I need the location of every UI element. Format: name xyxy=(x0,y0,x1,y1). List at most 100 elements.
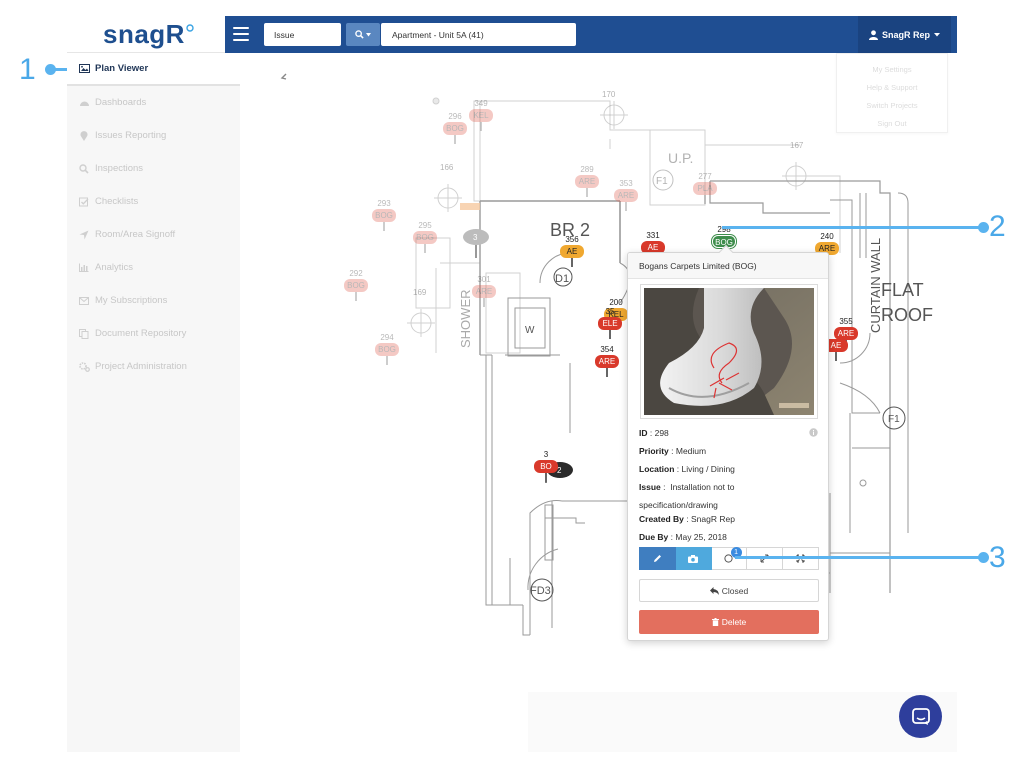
plan-label-wc: W xyxy=(525,325,535,336)
pin-bubble: KEL xyxy=(469,109,493,122)
dashboard-icon xyxy=(78,97,90,109)
marker-number-166: 166 xyxy=(440,163,454,172)
callout-number-3: 3 xyxy=(989,541,1006,574)
delete-issue-button[interactable]: Delete xyxy=(639,610,819,634)
pin-bubble: ARE xyxy=(575,175,599,188)
sidebar-item-label: My Subscriptions xyxy=(95,295,168,306)
sidebar-item-label: Inspections xyxy=(95,163,144,174)
sidebar-item-plan-viewer[interactable]: Plan Viewer xyxy=(67,53,240,86)
add-photo-button[interactable] xyxy=(675,547,712,570)
pin-bubble: AE xyxy=(641,241,665,254)
sidebar-item-document-repository[interactable]: Document Repository xyxy=(67,317,240,350)
issue-photo-image xyxy=(644,288,814,415)
menu-item-my-settings[interactable]: My Settings xyxy=(872,65,912,74)
pin-bubble: AE xyxy=(560,245,584,258)
user-dropdown-menu: My Settings Help & Support Switch Projec… xyxy=(836,53,948,133)
plan-label-shower: SHOWER xyxy=(458,290,473,349)
sidebar-item-label: Dashboards xyxy=(95,97,147,108)
menu-item-sign-out[interactable]: Sign Out xyxy=(877,119,907,128)
pin-bubble: BOG xyxy=(443,122,467,135)
search-dropdown-button[interactable] xyxy=(346,23,380,46)
callout-line-3 xyxy=(735,556,984,559)
sidebar-item-analytics[interactable]: Analytics xyxy=(67,251,240,284)
issue-description-line1: Installation not to xyxy=(670,482,735,492)
cluster-count: 2 xyxy=(557,466,562,475)
user-menu-button[interactable]: SnagR Rep xyxy=(858,16,951,53)
plan-label-door1: D1 xyxy=(555,273,569,285)
info-icon[interactable] xyxy=(809,428,818,437)
issue-type-input[interactable] xyxy=(264,23,341,46)
plan-label-fd3: FD3 xyxy=(530,585,551,597)
issue-priority-value: Medium xyxy=(675,446,707,456)
pin-bubble: ELE xyxy=(598,317,622,330)
issue-created-row: Created By : SnagR Rep xyxy=(639,514,735,524)
issue-location-row: Location : Living / Dining xyxy=(639,464,735,474)
cogs-icon xyxy=(78,361,90,373)
sidebar: snagR Plan Viewer Dashboards Issues Repo… xyxy=(67,16,240,752)
top-navbar: SnagR Rep xyxy=(225,16,957,53)
issue-description-row: Issue : Installation not to xyxy=(639,482,735,492)
sidebar-item-checklists[interactable]: Checklists xyxy=(67,185,240,218)
sidebar-item-label: Room/Area Signoff xyxy=(95,229,176,240)
sidebar-item-project-administration[interactable]: Project Administration xyxy=(67,350,240,383)
marker-number-170: 170 xyxy=(602,90,616,99)
collapse-arrow-icon[interactable] xyxy=(280,73,287,80)
brand-name: snagR xyxy=(103,18,185,49)
sidebar-item-label: Plan Viewer xyxy=(95,63,149,74)
location-input[interactable] xyxy=(381,23,576,46)
sidebar-item-dashboards[interactable]: Dashboards xyxy=(67,86,240,119)
map-marker-icon xyxy=(78,130,90,142)
plan-label-up: U.P. xyxy=(668,150,693,166)
delete-label: Delete xyxy=(721,617,747,627)
pencil-icon xyxy=(653,555,661,562)
sidebar-item-inspections[interactable]: Inspections xyxy=(67,152,240,185)
floor-plan-drawing: BR 2 D1 W SHOWER CURTAIN WALL FLAT ROOF … xyxy=(280,73,933,636)
brand-logo[interactable]: snagR xyxy=(67,16,240,53)
brand-mark-icon xyxy=(186,24,194,32)
sidebar-item-label: Analytics xyxy=(95,262,134,273)
marker-number-169: 169 xyxy=(413,288,427,297)
sidebar-item-label: Checklists xyxy=(95,196,139,207)
sidebar-item-my-subscriptions[interactable]: My Subscriptions xyxy=(67,284,240,317)
issue-location-value: Living / Dining xyxy=(681,464,735,474)
pin-bubble: PLA xyxy=(693,182,717,195)
hamburger-menu-button[interactable] xyxy=(233,27,249,41)
plan-label-f1-right: F1 xyxy=(888,414,900,425)
sidebar-item-label: Project Administration xyxy=(95,361,187,372)
comment-count-badge: 1 xyxy=(730,547,742,558)
menu-item-help-support[interactable]: Help & Support xyxy=(866,83,918,92)
edit-issue-button[interactable] xyxy=(639,547,676,570)
sidebar-item-issues-reporting[interactable]: Issues Reporting xyxy=(67,119,240,152)
footer-strip xyxy=(240,692,957,752)
plan-label-curtain-wall: CURTAIN WALL xyxy=(868,238,883,333)
issue-description-line2: specification/drawing xyxy=(639,500,718,510)
callout-number-2: 2 xyxy=(989,210,1006,243)
pin-cluster-3[interactable]: 3 xyxy=(460,203,489,258)
chat-support-button[interactable] xyxy=(899,695,942,738)
envelope-icon xyxy=(78,295,90,307)
sidebar-item-room-area-signoff[interactable]: Room/Area Signoff xyxy=(67,218,240,251)
callout-dot-2 xyxy=(978,222,989,233)
popup-title: Bogans Carpets Limited (BOG) xyxy=(628,253,828,279)
closed-status-button[interactable]: Closed xyxy=(639,579,819,602)
chat-icon xyxy=(911,707,930,725)
search-icon xyxy=(78,163,90,175)
plan-label-flat: FLAT xyxy=(881,280,924,300)
plan-viewer-canvas[interactable]: BR 2 D1 W SHOWER CURTAIN WALL FLAT ROOF … xyxy=(240,53,957,692)
closed-label: Closed xyxy=(721,585,749,596)
callout-line-2 xyxy=(722,226,984,229)
plan-label-bedroom: BR 2 xyxy=(550,220,590,240)
callout-dot-3 xyxy=(978,552,989,563)
image-icon xyxy=(78,63,90,75)
callout-dot-1 xyxy=(45,64,56,75)
issue-photo[interactable] xyxy=(640,284,818,419)
reply-icon xyxy=(709,586,719,595)
user-name: SnagR Rep xyxy=(881,29,930,40)
user-icon xyxy=(868,29,878,40)
pin-bubble: ARE xyxy=(614,189,638,202)
copy-icon xyxy=(78,328,90,340)
pin-bubble: BOG xyxy=(372,209,396,222)
menu-item-switch-projects[interactable]: Switch Projects xyxy=(866,101,918,110)
issue-id-row: ID : 298 xyxy=(639,428,669,438)
pin-bubble: BOG xyxy=(712,235,736,248)
